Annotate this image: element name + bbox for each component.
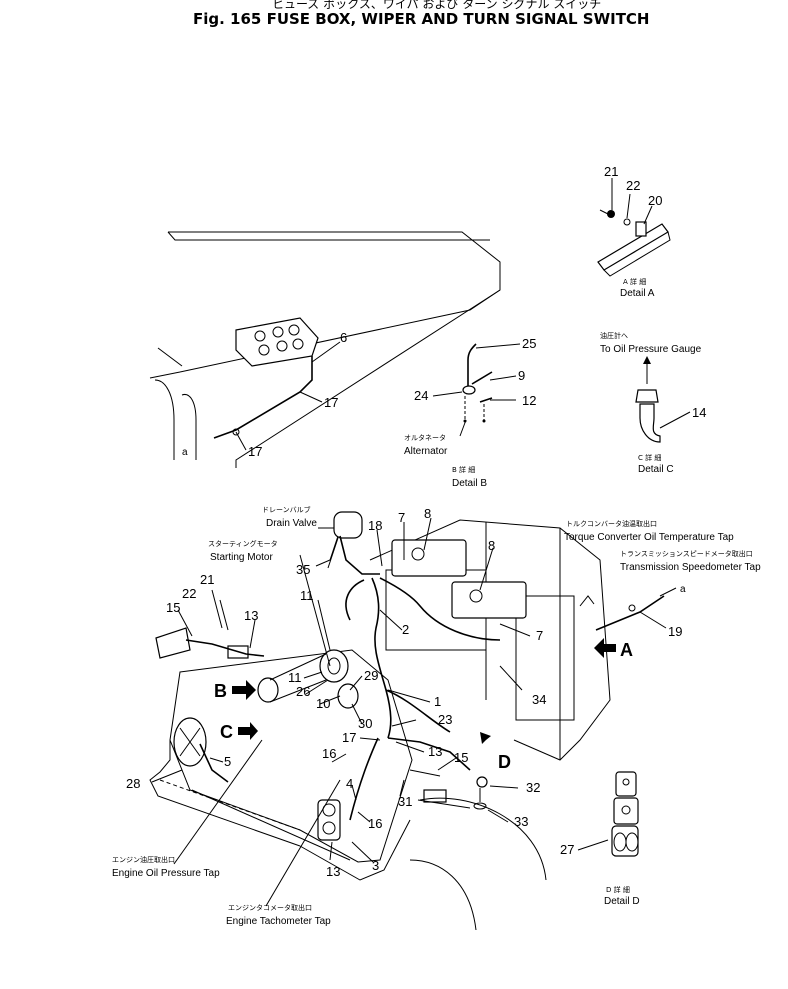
view-arrows xyxy=(232,638,616,750)
part-10: 10 xyxy=(316,696,330,711)
part-21-a: 21 xyxy=(604,164,618,179)
engine-oil-label: Engine Oil Pressure Tap xyxy=(112,868,220,879)
part-26: 26 xyxy=(296,684,310,699)
detail-a-drawing xyxy=(597,209,671,277)
part-5: 5 xyxy=(224,754,231,769)
engine-oil-jp: エンジン油圧取出口 xyxy=(112,855,175,864)
part-20: 20 xyxy=(648,193,662,208)
detail-b-caption: Detail B xyxy=(452,478,487,489)
title-jp: ヒューズ ボックス、ワイパ および ターン シグナル スイッチ xyxy=(272,0,601,11)
oil-gauge-label: To Oil Pressure Gauge xyxy=(600,344,702,355)
part-24: 24 xyxy=(414,388,428,403)
part-27: 27 xyxy=(560,842,574,857)
part-8-left: 8 xyxy=(424,506,431,521)
engine-tacho-label: Engine Tachometer Tap xyxy=(226,916,331,927)
part-15-right: 15 xyxy=(454,750,468,765)
part-1: 1 xyxy=(434,694,441,709)
part-17-hood: 17 xyxy=(248,444,262,459)
part-17-top: 17 xyxy=(324,395,338,410)
torque-converter-label: Torque Converter Oil Temperature Tap xyxy=(564,532,734,543)
part-13-left: 13 xyxy=(244,608,258,623)
drain-valve-jp: ドレーンバルブ xyxy=(262,505,311,514)
torque-converter-jp: トルクコンバータ油温取出口 xyxy=(566,519,657,528)
connector-a-left: a xyxy=(182,447,188,458)
detail-d-drawing xyxy=(611,771,639,857)
detail-a-caption: Detail A xyxy=(620,288,655,299)
detail-c-caption: Detail C xyxy=(638,464,674,475)
part-19: 19 xyxy=(668,624,682,639)
detail-b-drawing xyxy=(462,343,493,423)
part-11-top: 11 xyxy=(300,588,314,603)
part-18: 18 xyxy=(368,518,382,533)
part-34: 34 xyxy=(532,692,546,707)
detail-b-jp: B 詳 細 xyxy=(452,465,475,474)
detail-d-jp: D 詳 細 xyxy=(606,885,630,894)
oil-gauge-jp: 油圧計へ xyxy=(600,331,628,340)
part-13-mid: 13 xyxy=(428,744,442,759)
engine-assembly-drawing xyxy=(149,511,665,931)
part-28: 28 xyxy=(126,776,140,791)
detail-c-jp: C 詳 細 xyxy=(638,453,661,462)
part-6: 6 xyxy=(340,330,347,345)
part-7-right: 7 xyxy=(536,628,543,643)
part-15-left: 15 xyxy=(166,600,180,615)
part-11-mid: 11 xyxy=(288,670,302,685)
engine-tacho-jp: エンジンタコメータ取出口 xyxy=(228,903,312,912)
hood-fender-drawing xyxy=(149,231,501,468)
part-33: 33 xyxy=(514,814,528,829)
connector-a-right: a xyxy=(680,584,686,595)
part-21-b: 21 xyxy=(200,572,214,587)
drain-valve-label: Drain Valve xyxy=(266,518,317,529)
view-marker-b: B xyxy=(214,681,227,701)
part-number-callouts: 21 22 20 6 17 17 25 9 12 24 14 35 18 7 8… xyxy=(126,164,706,879)
part-31: 31 xyxy=(398,794,412,809)
part-7-top: 7 xyxy=(398,510,405,525)
part-9: 9 xyxy=(518,368,525,383)
part-14: 14 xyxy=(692,405,706,420)
view-marker-c: C xyxy=(220,722,233,742)
part-17-mid: 17 xyxy=(342,730,356,745)
part-2: 2 xyxy=(402,622,409,637)
part-23: 23 xyxy=(438,712,452,727)
part-22-a: 22 xyxy=(626,178,640,193)
detail-d-caption: Detail D xyxy=(604,896,640,907)
part-29: 29 xyxy=(364,668,378,683)
view-marker-a: A xyxy=(620,640,633,660)
part-22-b: 22 xyxy=(182,586,196,601)
transmission-label: Transmission Speedometer Tap xyxy=(620,562,761,573)
detail-a-jp: A 詳 細 xyxy=(623,277,646,286)
part-32: 32 xyxy=(526,780,540,795)
part-16-left: 16 xyxy=(322,746,336,761)
alternator-jp: オルタネータ xyxy=(404,433,446,442)
starting-motor-label: Starting Motor xyxy=(210,552,273,563)
view-marker-d: D xyxy=(498,752,511,772)
part-30: 30 xyxy=(358,716,372,731)
part-35: 35 xyxy=(296,562,310,577)
starting-motor-jp: スターティングモータ xyxy=(208,539,278,548)
leader-lines xyxy=(151,178,691,907)
part-13-bottom: 13 xyxy=(326,864,340,879)
part-25: 25 xyxy=(522,336,536,351)
part-8-right: 8 xyxy=(488,538,495,553)
title-en: Fig. 165 FUSE BOX, WIPER AND TURN SIGNAL… xyxy=(193,10,650,28)
part-3: 3 xyxy=(372,858,379,873)
part-12: 12 xyxy=(522,393,536,408)
part-4: 4 xyxy=(346,776,353,791)
part-16-right: 16 xyxy=(368,816,382,831)
transmission-jp: トランスミッションスピードメータ取出口 xyxy=(620,549,753,558)
alternator-label: Alternator xyxy=(404,446,448,457)
detail-c-drawing xyxy=(635,356,661,443)
